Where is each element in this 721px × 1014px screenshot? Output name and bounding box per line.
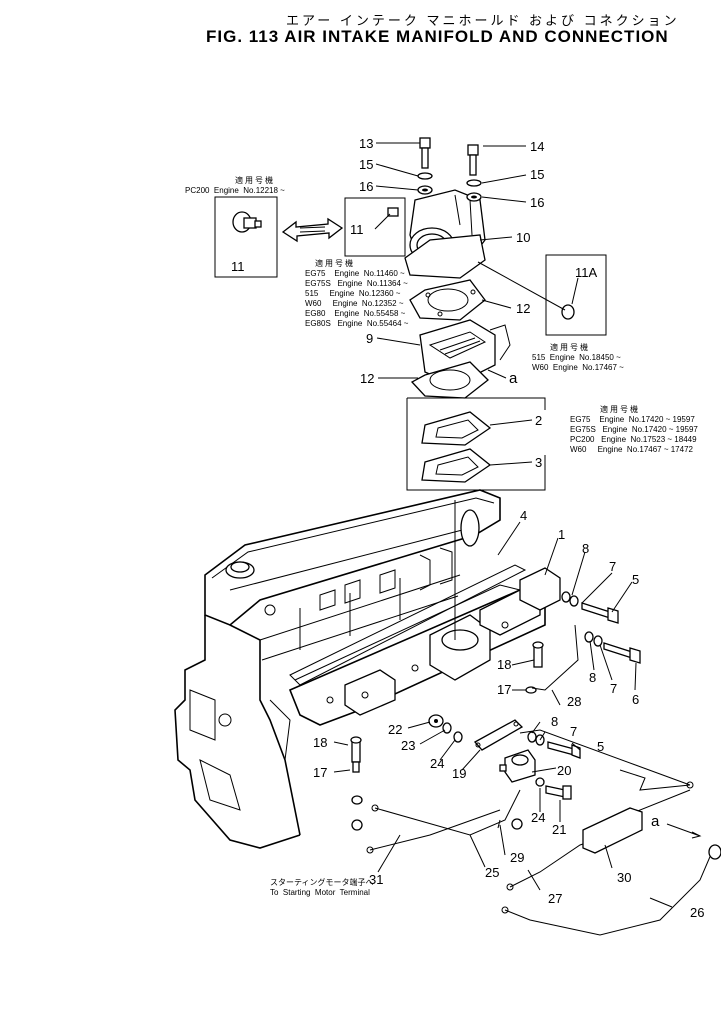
bolt-13 [417, 137, 433, 195]
wire-harness [366, 624, 721, 936]
part-number: 28 [567, 694, 582, 709]
pc200-detail-box [214, 196, 278, 278]
part-number: 7 [609, 559, 617, 574]
washer-23 [442, 722, 452, 734]
part-number: 8 [551, 714, 559, 729]
part-number: 29 [510, 850, 525, 865]
plug-11 [387, 207, 399, 217]
gasket-2 [421, 411, 492, 446]
part-number: 7 [610, 681, 618, 696]
title-japanese: エアー インテーク マニホールド および コネクション [286, 13, 680, 28]
part-number: a [509, 370, 518, 387]
figure-title: FIG. 113 AIR INTAKE MANIFOLD AND CONNECT… [206, 27, 669, 46]
part-number: 27 [548, 891, 563, 906]
left-detail-box [344, 197, 406, 257]
gasket-detail-box [406, 397, 546, 491]
part-number: 22 [388, 722, 403, 737]
part-number: 11A [575, 265, 598, 280]
heater-plug-17-right [525, 641, 544, 694]
right-detail-box [545, 254, 607, 336]
washer-24 [453, 731, 463, 743]
part-number: 5 [632, 572, 640, 587]
part-number: 5 [597, 739, 605, 754]
plug-11-pc200 [232, 211, 262, 233]
part-number: 8 [582, 541, 590, 556]
part-number: 31 [369, 872, 384, 887]
part-number: 14 [530, 139, 545, 154]
part-number: 12 [516, 301, 531, 316]
part-number: 11 [231, 259, 245, 274]
plug-11A [477, 261, 575, 320]
part-number: 30 [617, 870, 632, 885]
part-number: 10 [516, 230, 531, 245]
nut-29 [511, 818, 523, 830]
part-number: 17 [313, 765, 328, 780]
part-number: 7 [570, 724, 578, 739]
part-number: 18 [313, 735, 328, 750]
part-number: 13 [359, 136, 374, 151]
part-number: 26 [690, 905, 705, 920]
part-number: 6 [632, 692, 640, 707]
part-number: 16 [530, 195, 545, 210]
part-number: 12 [360, 371, 375, 386]
bolt-21 [535, 777, 572, 800]
part-number: 21 [552, 822, 567, 837]
part-number: 9 [366, 331, 374, 346]
part-number: 20 [557, 763, 572, 778]
bolt-6 [584, 631, 641, 664]
relay-20 [499, 749, 536, 783]
bracket-19 [473, 719, 524, 751]
cover-30 [582, 807, 643, 854]
nut-22 [428, 714, 444, 728]
engine-block [174, 489, 501, 849]
part-number: 1 [558, 527, 566, 542]
air-connector-elbow [404, 189, 486, 279]
part-number: 3 [535, 455, 543, 470]
part-number: 15 [530, 167, 545, 182]
part-number: 25 [485, 865, 500, 880]
part-number: 24 [531, 810, 546, 825]
part-number: 8 [589, 670, 597, 685]
leader-lines [333, 142, 702, 908]
bolt-14 [466, 144, 482, 202]
part-number: 23 [401, 738, 416, 753]
gasket-12-upper [409, 279, 486, 321]
part-number: 4 [520, 508, 528, 523]
part-number: a [651, 813, 660, 830]
part-number: 11 [350, 222, 364, 237]
part-number: 19 [452, 766, 467, 781]
heater-plug-17-left [350, 736, 363, 831]
intake-manifold [288, 500, 561, 726]
bolt-5-upper [561, 591, 619, 624]
gasket-3 [421, 448, 492, 483]
part-number: 2 [535, 413, 543, 428]
double-arrow [281, 217, 344, 243]
part-number: 15 [359, 157, 374, 172]
part-number: 18 [497, 657, 512, 672]
part-number: 17 [497, 682, 512, 697]
part-number: 16 [359, 179, 374, 194]
part-number: 24 [430, 756, 445, 771]
